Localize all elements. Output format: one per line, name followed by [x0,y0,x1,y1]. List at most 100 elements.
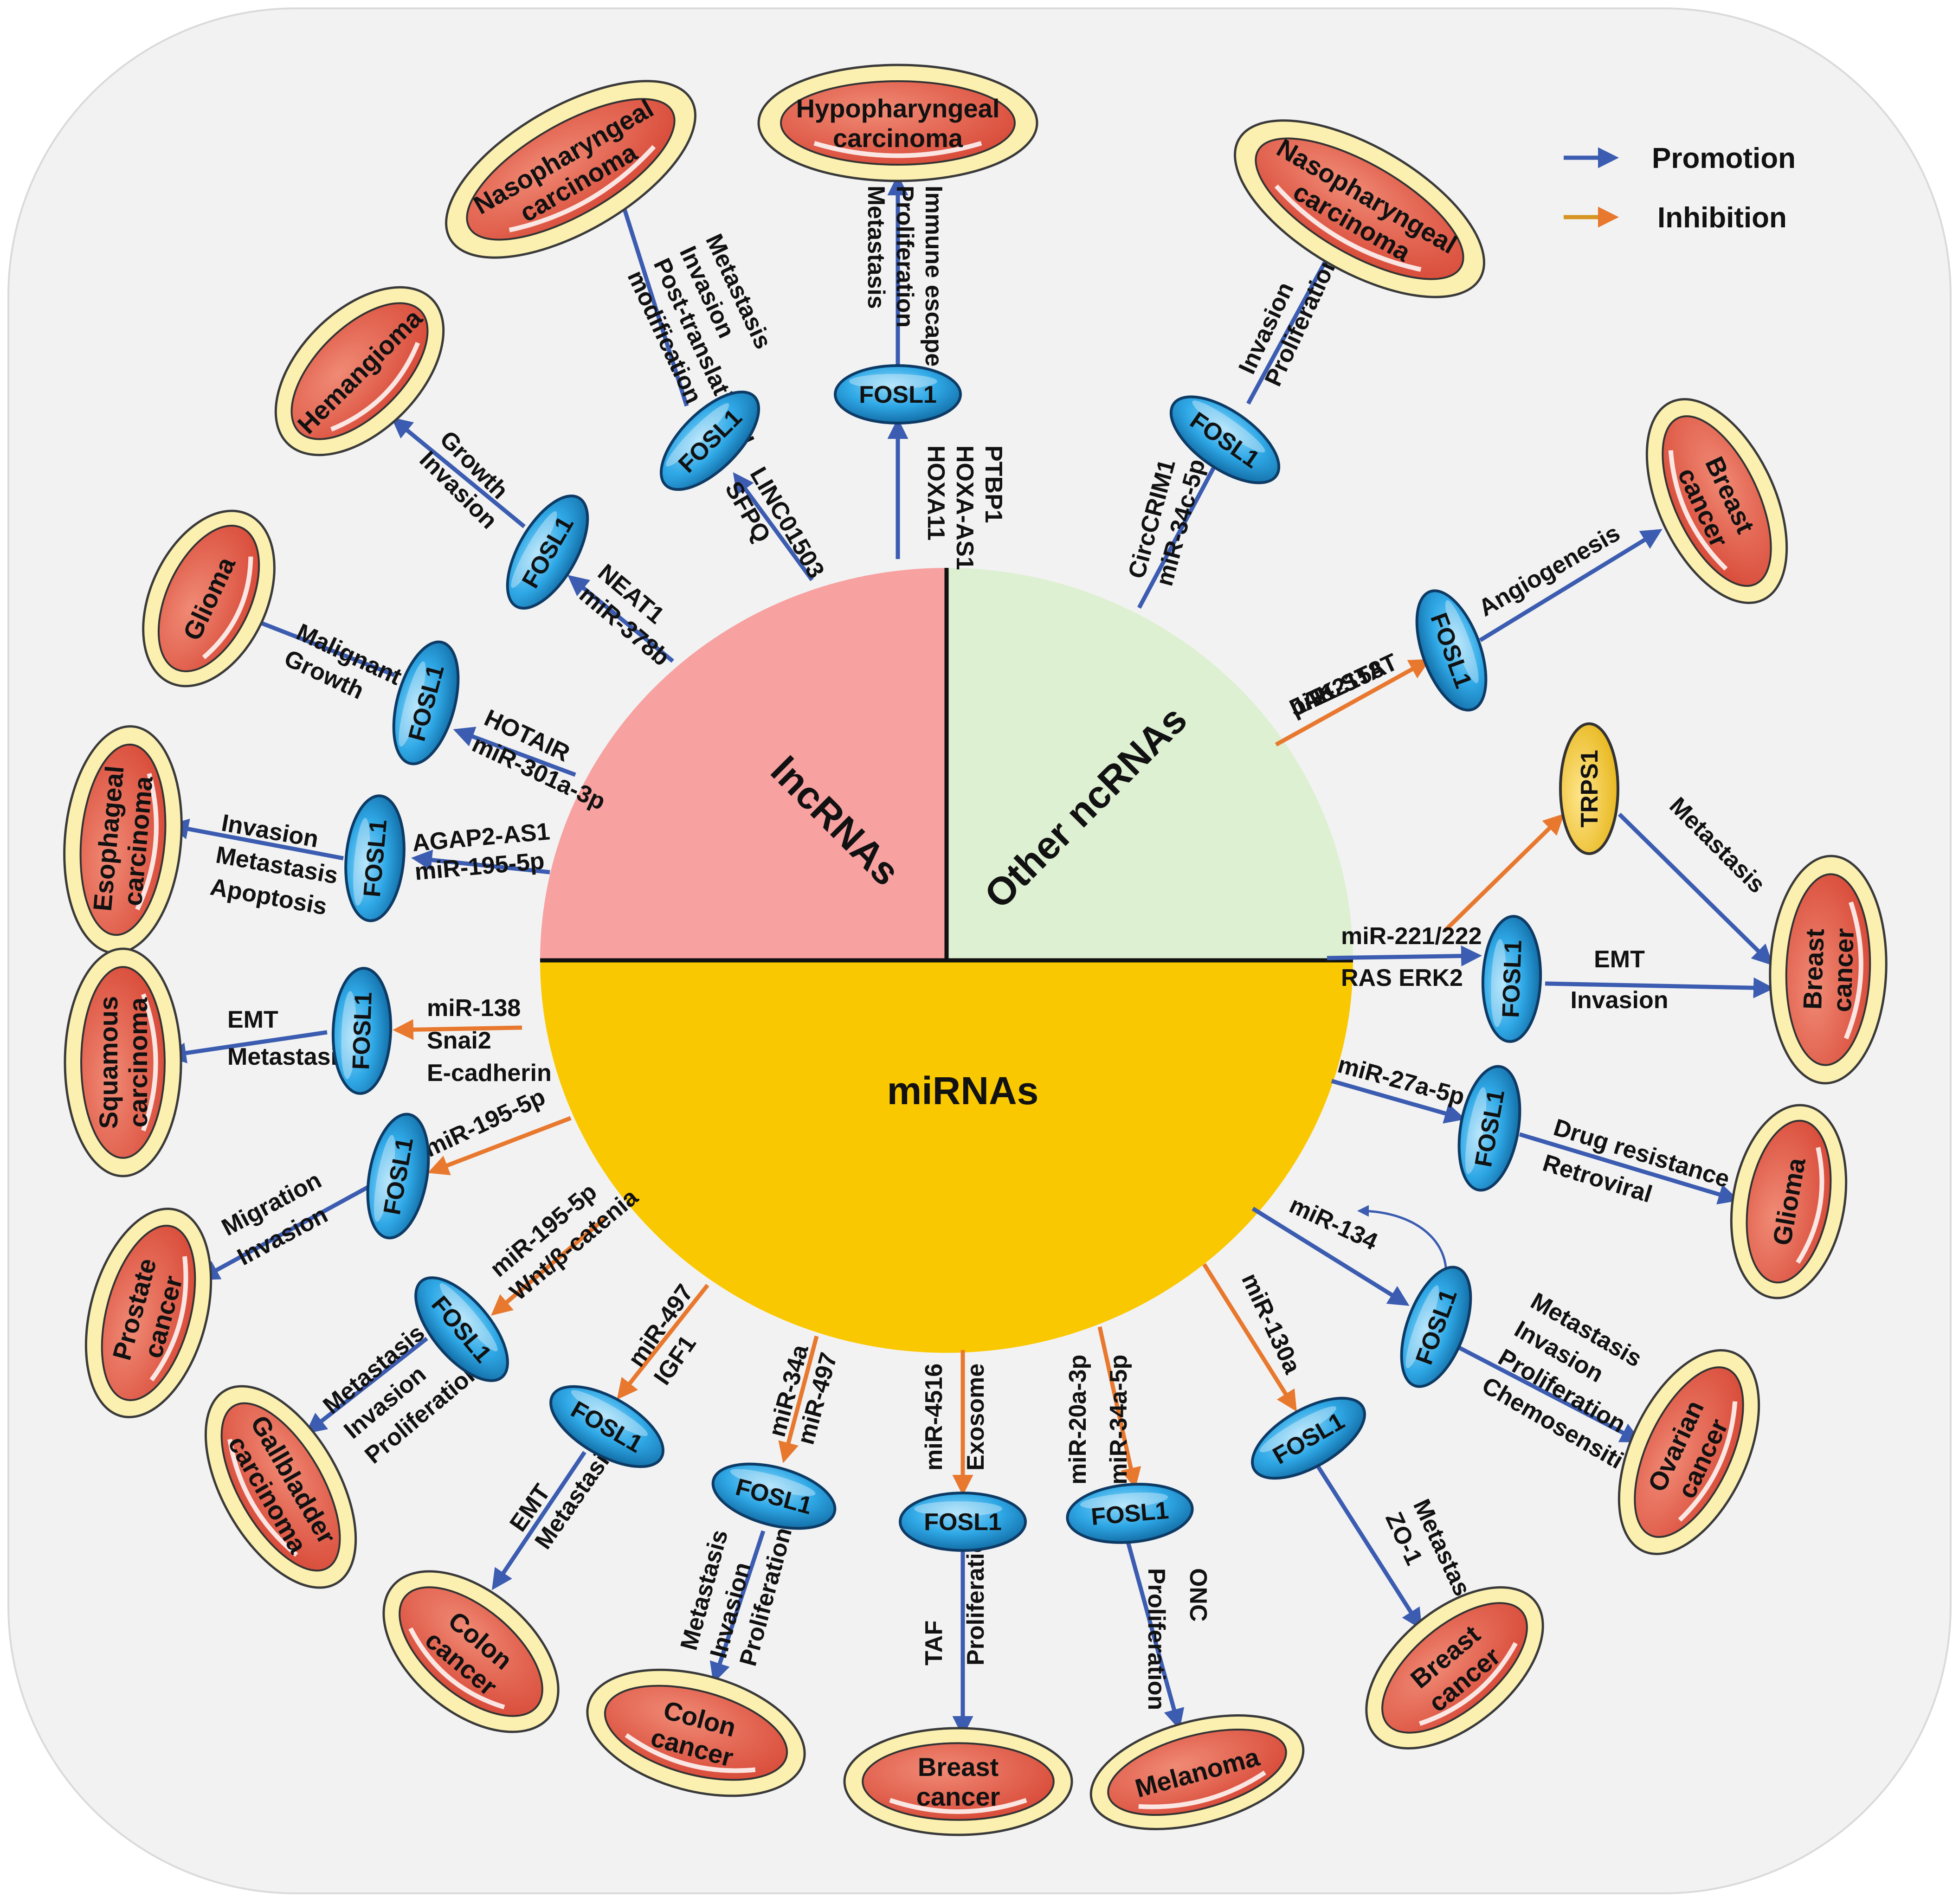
arrow-pir2158-fosl1 [1275,659,1431,746]
arrow-fosl1-melanoma [1125,1539,1185,1730]
arrow-mir27a-fosl1 [1331,1079,1466,1124]
arrow-mir130a-fosl1 [1202,1263,1297,1412]
fosl1-node-gallbladder: FOSL1 [414,1276,509,1382]
sector-other-ncrna [947,568,1353,960]
fosl1-node-breast-top: FOSL1 [1415,589,1488,712]
disease-label: carcinoma [123,997,153,1127]
pathway-label: Proliferation [891,186,918,328]
arrow-mir195-fosl1-gall [491,1216,607,1316]
fosl1-node-melanoma: FOSL1 [1066,1483,1194,1544]
fosl1-node-breast-bottom: FOSL1 [899,1492,1027,1552]
arrow-fosl1-gallbladder [305,1337,428,1434]
pathway-label: HOXA-AS1 [951,445,978,570]
disease-label: Breast [1798,928,1830,1010]
pathway-label: Immune escape [920,186,947,367]
pathway-label: Exosome [962,1364,989,1471]
pathway-label: Snai2 [427,1027,491,1054]
disease-label: cancer [1827,928,1859,1013]
legend-inhibition-label: Inhibition [1657,202,1787,234]
arrow-fosl1-glioma-left [242,613,395,677]
disease-glioma-left: Glioma [142,509,276,688]
fosl1-label: FOSL1 [348,991,377,1070]
pathway-label: TAF [921,1621,947,1666]
label-group-breastR_eff: EMT Invasion [1571,946,1669,1014]
arrow-linc01503-fosl1 [733,472,814,581]
fosl1-node-hypopharyngeal: FOSL1 [834,364,962,425]
arrow-mir221-trps1 [1443,813,1565,932]
pathway-label: miR-4516 [921,1364,947,1471]
fosl1-node-colon2: FOSL1 [711,1462,837,1530]
pathway-label: Metastasis [863,186,889,309]
arrow-fosl1-esophageal [168,818,344,861]
pathway-label: HOXA11 [922,445,949,540]
pathway-label: PTBP1 [980,445,1007,523]
pathway-label: Proliferation [1143,1568,1170,1710]
fosl1-node-glioma-right: FOSL1 [1457,1065,1521,1192]
arrow-fosl1-naso-left [610,174,689,407]
pathway-label: miR-20a-3p [1064,1355,1091,1485]
pathway-label: RAS ERK2 [1341,965,1463,991]
arrow-mir134-fosl1 [1251,1207,1410,1306]
arrow-fosl1-breast-top [1479,529,1663,642]
fosl1-node-ovarian: FOSL1 [1400,1266,1472,1388]
arrow-mir497-fosl1-colon1 [617,1284,709,1400]
disease-label: Hypopharyngeal [796,94,1000,123]
fosl1-label: FOSL1 [924,1509,1002,1536]
arrow-mir195-fosl1-prostate [427,1116,572,1176]
trps1-label: TRPS1 [1576,750,1603,828]
fosl1-label: FOSL1 [859,381,937,408]
disease-glioma-right: Glioma [1730,1104,1848,1299]
arrow-fosl1-naso-right [1246,238,1339,405]
arrow-fosl1-colon1 [491,1451,586,1590]
arrow-hotair-fosl1 [453,727,576,777]
pathway-label: Invasion [1571,987,1669,1014]
pathway-label: EMT [1594,946,1645,973]
arrow-fosl1-prostate [198,1184,373,1280]
fosl1-node-glioma-left: FOSL1 [392,640,460,765]
pathway-label: Metastasis [227,1043,351,1070]
pathway-label: miR-138 [427,995,521,1022]
sector-label-mirna: miRNAs [887,1069,1039,1113]
fosl1-node-breast-right: FOSL1 [1481,915,1542,1043]
arrow-agap2-fosl1 [411,849,550,875]
arrow-fosl1-breast-br [1316,1465,1422,1630]
disease-label: Breast [918,1752,999,1782]
arrow-mir20a-fosl1 [1097,1326,1141,1489]
pathway-label: miR-34a-5p [1105,1355,1132,1485]
sector-mirna [540,960,1353,1353]
legend: Promotion Inhibition [1564,142,1796,234]
label-group-mel_reg: miR-20a-3p miR-34a-5p [1064,1355,1132,1485]
arrow-trps1-breast [1617,812,1773,966]
legend-promotion-label: Promotion [1652,142,1796,174]
disease-label: cancer [916,1782,1000,1811]
label-group-mel_eff: Proliferation ONC [1143,1568,1211,1710]
pathway-label: E-cadherin [427,1060,552,1087]
disease-label: carcinoma [833,123,963,153]
arrow-mir34a-fosl1 [778,1335,819,1463]
arrow-fosl1-hemangioma [391,417,526,528]
center-circle: lncRNAs Other ncRNAs miRNAs [540,568,1353,1353]
fosl1-node-naso-right: FOSL1 [1169,395,1281,484]
arrow-fosl1-breast-right [1545,977,1774,998]
arrows-layer [165,174,1774,1737]
arrow-fosl1-colon2 [709,1530,766,1684]
pathway-label: ONC [1185,1568,1211,1622]
arrow-fosl1-squamous [165,1030,328,1064]
arrow-mir221-fosl1 [1327,946,1482,967]
fosl1-node-prostate: FOSL1 [366,1113,430,1240]
